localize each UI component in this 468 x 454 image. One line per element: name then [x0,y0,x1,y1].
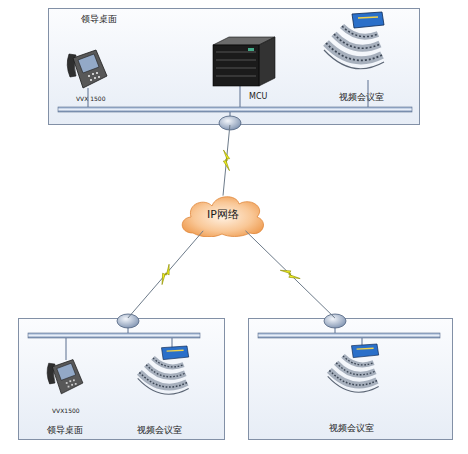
device-label: VVX 1500 [76,96,106,103]
cloud-outline [182,197,263,237]
link-line [223,125,230,196]
link-line [128,231,203,318]
mcu-top [213,37,275,45]
mcu-led [248,48,254,51]
left-bus [28,314,200,360]
drop-line [368,80,369,107]
site-box: VVX1500 领导桌面 视频会议室 [18,318,225,440]
site-box: 视频会议室 [248,318,453,440]
drop-line [362,338,363,350]
drop-line [88,88,89,107]
phone-symbol [67,50,107,88]
room-symbol [138,346,189,394]
drop-line [335,327,336,333]
mcu-side [259,37,275,86]
mcu-slot [216,60,256,61]
room-symbol [328,344,379,392]
bus-line [258,333,440,338]
top-bus [58,80,412,130]
bus-line [28,333,200,338]
device-label: 领导桌面 [81,15,117,25]
network-link [128,231,203,318]
network-link [221,125,231,196]
lightning-symbol [221,150,231,171]
network-link [246,231,335,318]
bus-line [58,107,412,112]
mcu-slot [216,76,256,77]
phone-symbol [47,360,83,394]
drop-line [66,338,67,360]
drop-line [172,338,173,350]
mcu-slot [216,68,256,69]
lightning-symbol [156,264,175,284]
router-symbol [324,314,346,328]
device-label: 视频会议室 [339,93,384,103]
router-symbol [117,314,139,328]
device-label: 视频会议室 [329,424,374,434]
device-label: VVX1500 [52,408,80,415]
mcu-slot [216,52,256,53]
link-line [246,231,335,318]
drop-line [230,112,231,118]
device-label: 视频会议室 [137,426,182,436]
device-label: 领导桌面 [47,426,83,436]
room-symbol [324,12,384,69]
network-label: IP网络 [207,209,239,221]
right-bus [258,314,440,350]
site-box: 领导桌面 VVX 1500 MCU 视频会议室 [48,8,420,125]
drop-line [128,327,129,333]
router-symbol [219,116,241,130]
mcu-front [213,45,259,86]
drop-line [240,86,241,107]
device-label: MCU [249,93,267,102]
network-cloud: IP网络 [178,193,268,237]
lightning-symbol [280,265,300,285]
mcu-symbol [213,37,275,86]
